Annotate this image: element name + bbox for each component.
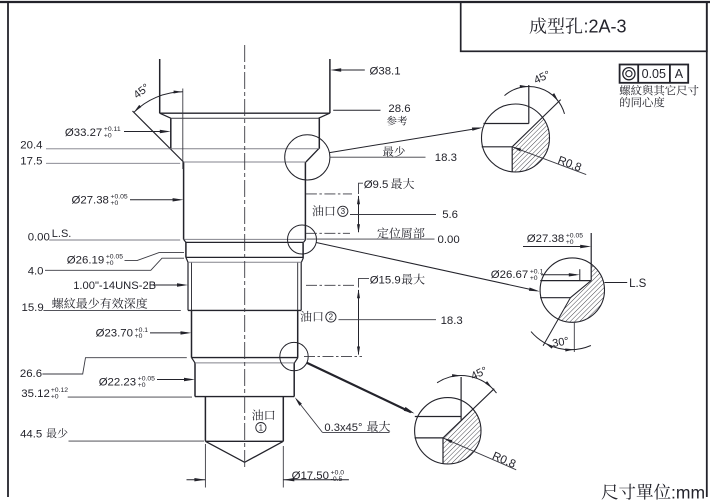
svg-text:+0: +0	[566, 239, 574, 246]
svg-text:0.05: 0.05	[642, 67, 666, 81]
svg-text:Ø23.70: Ø23.70	[96, 327, 133, 339]
svg-text:1: 1	[259, 423, 264, 432]
svg-text:3: 3	[341, 207, 346, 216]
svg-text:+0.1: +0.1	[135, 327, 149, 334]
svg-text:Ø27.38: Ø27.38	[72, 194, 109, 206]
svg-text:+0.0: +0.0	[331, 470, 345, 477]
svg-text:A: A	[675, 67, 684, 81]
svg-text:35.12: 35.12	[21, 388, 50, 400]
svg-text:+0: +0	[111, 200, 119, 207]
svg-text:44.5: 44.5	[20, 429, 42, 441]
svg-text::mm: :mm	[671, 482, 705, 502]
svg-text:+0.12: +0.12	[51, 387, 68, 394]
svg-text:26.6: 26.6	[20, 368, 42, 380]
svg-text:Ø17.50: Ø17.50	[292, 470, 329, 482]
svg-text:30°: 30°	[551, 335, 569, 350]
svg-text:0.00: 0.00	[28, 231, 50, 243]
svg-text:Ø33.27: Ø33.27	[65, 127, 102, 139]
svg-text:+0.05: +0.05	[106, 254, 123, 261]
svg-text:+0: +0	[135, 333, 143, 340]
svg-text:18.3: 18.3	[441, 315, 463, 327]
svg-text:5.6: 5.6	[442, 209, 458, 221]
svg-text:L.S: L.S	[629, 278, 647, 290]
svg-text:1.00"-14UNS-2B: 1.00"-14UNS-2B	[73, 280, 156, 292]
svg-text:+0.05: +0.05	[138, 376, 155, 383]
svg-text:+0.05: +0.05	[111, 194, 128, 201]
svg-text::2A-3: :2A-3	[584, 17, 627, 37]
svg-text:+0: +0	[106, 260, 114, 267]
svg-text:+0: +0	[138, 382, 146, 389]
svg-text:+0: +0	[530, 275, 538, 282]
svg-text:4.0: 4.0	[28, 266, 44, 278]
svg-text:+0.11: +0.11	[104, 126, 121, 133]
svg-text:Ø9.5: Ø9.5	[364, 179, 389, 191]
svg-text:20.4: 20.4	[20, 140, 42, 152]
svg-text:Ø27.38: Ø27.38	[527, 233, 564, 245]
svg-text:2: 2	[329, 313, 334, 322]
svg-text:Ø38.1: Ø38.1	[370, 66, 401, 78]
svg-text:+0.05: +0.05	[566, 233, 583, 240]
svg-text:28.6: 28.6	[388, 103, 410, 115]
svg-text:0.00: 0.00	[438, 234, 460, 246]
svg-text:L.S.: L.S.	[52, 228, 72, 240]
svg-text:0.3x45°: 0.3x45°	[324, 422, 362, 434]
svg-text:15.9: 15.9	[22, 302, 44, 314]
svg-text:+0: +0	[51, 394, 59, 401]
svg-text:17.5: 17.5	[20, 155, 42, 167]
svg-text:18.3: 18.3	[435, 152, 457, 164]
svg-text:Ø22.23: Ø22.23	[99, 376, 136, 388]
svg-text:Ø26.19: Ø26.19	[67, 254, 104, 266]
svg-text:Ø26.67: Ø26.67	[491, 269, 528, 281]
svg-text:+0.1: +0.1	[530, 269, 544, 276]
svg-text:Ø15.9: Ø15.9	[370, 274, 401, 286]
svg-text:+0: +0	[104, 133, 112, 140]
svg-text:-0.5: -0.5	[331, 476, 343, 483]
